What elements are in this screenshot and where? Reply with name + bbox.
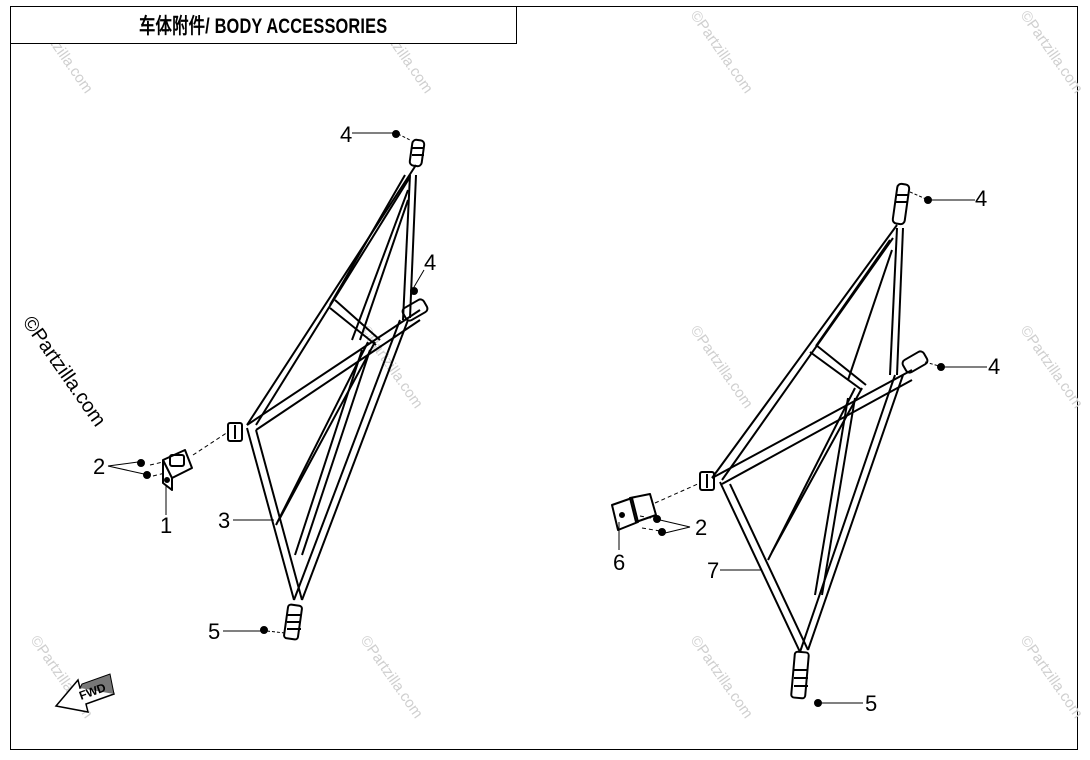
fwd-arrow: FWD (54, 673, 115, 713)
watermark: ©Partzilla.com (687, 633, 757, 722)
watermark: ©Partzilla.com (357, 633, 427, 722)
frame-end-fitting-mid (401, 298, 429, 322)
callout-4: 4 (340, 122, 352, 147)
watermark: ©Partzilla.com (357, 323, 427, 412)
callout-4: 4 (424, 250, 436, 275)
frame-mount-tab (227, 422, 243, 442)
watermark-dark: ©Partzilla.com (18, 312, 110, 430)
part-2-bolts (137, 459, 151, 479)
watermark: ©Partzilla.com (687, 323, 757, 412)
callout-6: 6 (613, 550, 625, 575)
callout-5: 5 (865, 691, 877, 716)
callout-1: 1 (160, 513, 172, 538)
title-box: 车体附件/ BODY ACCESSORIES (10, 6, 517, 44)
leader-lines (107, 132, 987, 704)
callout-5: 5 (208, 619, 220, 644)
watermark: ©Partzilla.com (1017, 633, 1087, 722)
callout-2: 2 (695, 515, 707, 540)
part-2-bolts (653, 515, 666, 536)
callout-labels: 4 4 2 1 3 5 4 4 2 6 7 5 (93, 122, 1000, 716)
callout-7: 7 (707, 558, 719, 583)
frame-end-fitting-bottom (790, 650, 810, 700)
callout-4: 4 (975, 186, 987, 211)
frame-end-fitting-mid (901, 350, 929, 374)
frame-mount-tab (699, 471, 715, 491)
part-3-frame (246, 164, 421, 601)
watermark: ©Partzilla.com (1017, 8, 1087, 97)
diagram-frame (10, 6, 1078, 750)
part-6-bracket (611, 493, 657, 531)
callout-3: 3 (218, 508, 230, 533)
frame-end-fitting-top (891, 182, 911, 226)
left-frame-assembly (137, 130, 429, 641)
callout-2: 2 (93, 454, 105, 479)
frame-end-fitting-top (408, 138, 426, 168)
part-1-bracket (162, 449, 193, 491)
watermark: ©Partzilla.com (1017, 323, 1087, 412)
watermark: ©Partzilla.com (687, 8, 757, 97)
right-frame-assembly (611, 182, 945, 707)
page-title: 车体附件/ BODY ACCESSORIES (139, 15, 388, 38)
part-7-frame (711, 224, 913, 653)
frame-end-fitting-bottom (283, 603, 303, 641)
callout-4: 4 (988, 354, 1000, 379)
